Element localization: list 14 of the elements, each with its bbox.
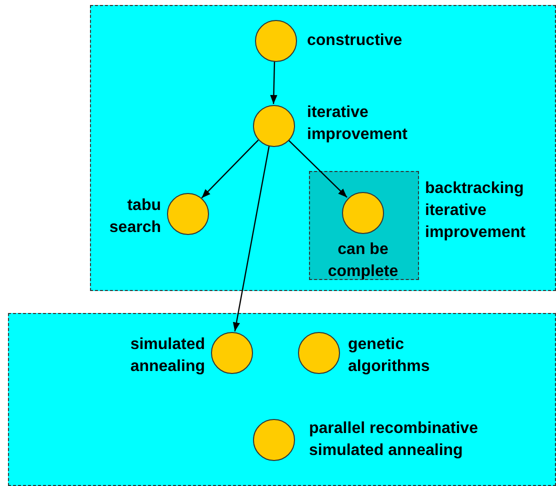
dashed-region	[8, 313, 556, 486]
node-label: tabu search	[108, 196, 161, 238]
arrow	[232, 146, 270, 332]
node-label: genetic algorithms	[348, 335, 431, 377]
arrow	[201, 140, 259, 198]
node-label: iterative improvement	[307, 103, 408, 145]
arrow	[270, 60, 278, 104]
node-label: constructive	[307, 31, 404, 51]
arrow	[288, 139, 348, 198]
dashed-region	[90, 5, 556, 291]
node-label: can be complete	[326, 240, 400, 282]
node-label: simulated annealing	[129, 335, 205, 377]
node-label: parallel recombinative simulated annealing	[309, 419, 479, 461]
node-label: backtracking iterative improvement	[425, 179, 526, 243]
